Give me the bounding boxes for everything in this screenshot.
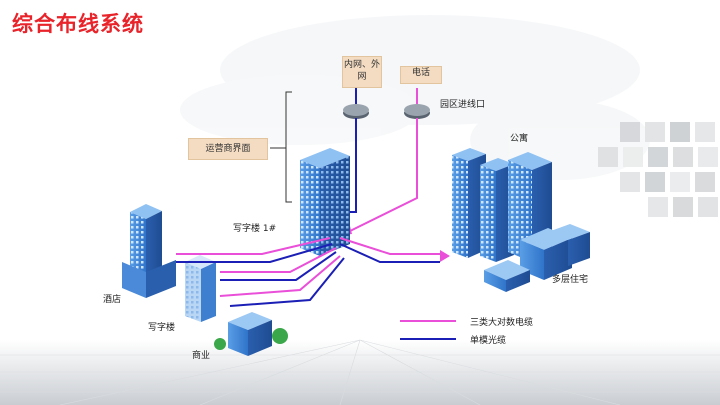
phone-label: 电话 [411,68,430,78]
residential-label: 多层住宅 [552,275,589,285]
commercial-building [214,312,288,356]
commercial-label: 商业 [192,351,211,361]
hotel-tower [122,204,176,298]
cable-feed [347,118,418,233]
legend-blue-label: 单模光缆 [470,336,507,346]
campus-entry-label: 园区进线口 [440,100,486,110]
cable-routes [176,237,440,307]
apartment-label: 公寓 [510,134,529,144]
decorative-squares [598,122,718,217]
apartment-towers [452,148,552,262]
office-tower-1 [300,148,350,256]
hotel-label: 酒店 [103,295,122,305]
operator-box: 运营商界面 [188,138,268,160]
office-tower [185,255,216,322]
operator-label: 运营商界面 [205,144,251,154]
intranet-box: 内网、外网 [342,56,382,88]
intranet-entry-disc [343,104,369,119]
phone-entry-disc [404,104,430,119]
operator-bracket [285,91,292,203]
office-label: 写字楼 [148,323,176,333]
apartment-arrow [440,250,450,262]
slide-title: 综合布线系统 [12,12,144,36]
floor-grid [0,339,720,405]
residential-blocks [484,224,590,292]
legend-pink-label: 三类大对数电缆 [470,318,534,328]
office-1-label: 写字楼 1# [233,224,277,234]
phone-box: 电话 [400,66,442,84]
intranet-label: 内网、外网 [343,60,380,82]
floor [0,340,720,405]
